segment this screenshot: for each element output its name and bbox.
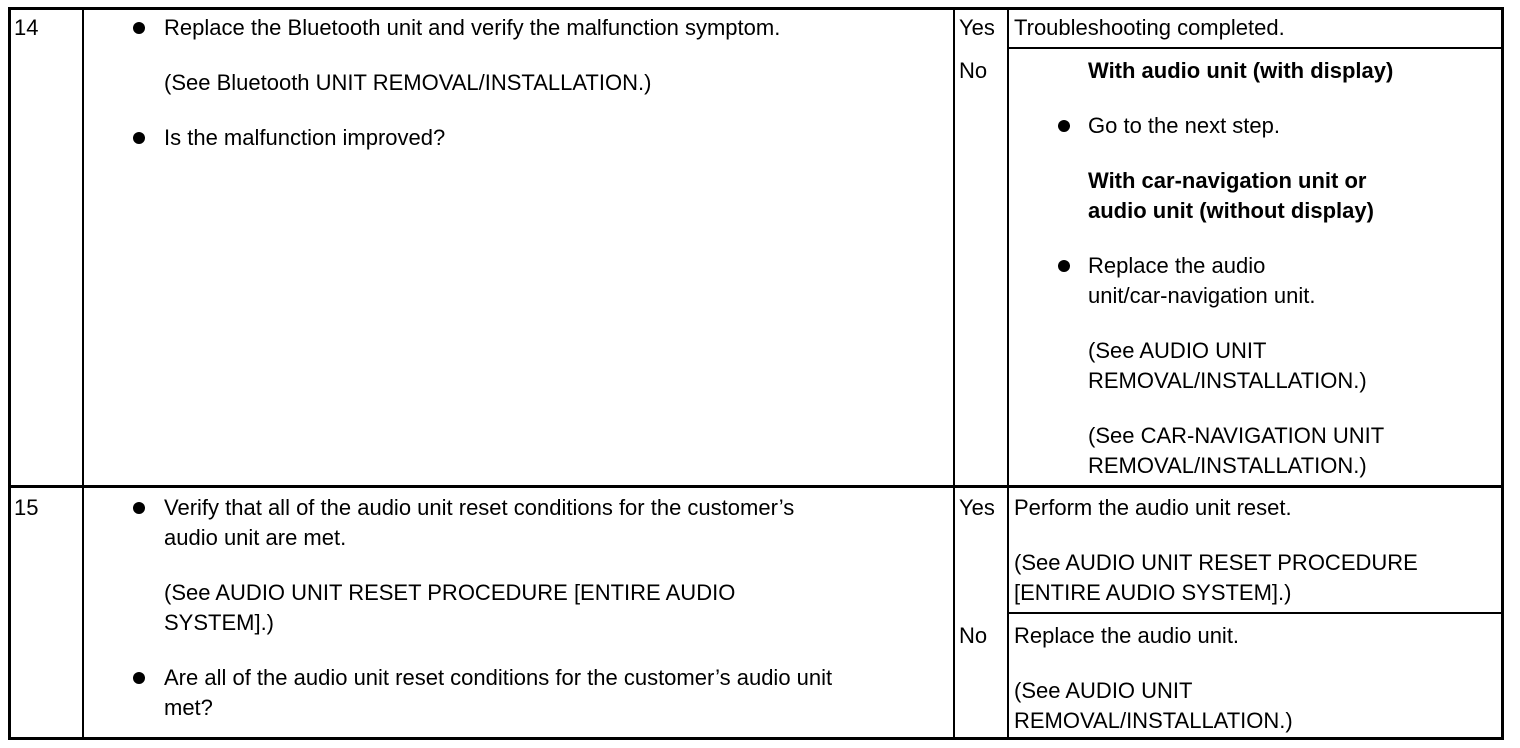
yes-label: Yes	[959, 15, 995, 40]
reference-text: (See CAR-NAVIGATION UNIT	[1088, 423, 1385, 448]
result-text: Go to the next step.	[1088, 113, 1281, 138]
condition-heading: With audio unit (with display)	[1088, 58, 1394, 83]
result-text: Replace the audio unit.	[1014, 623, 1240, 648]
result-text: Perform the audio unit reset.	[1014, 495, 1292, 520]
reference-text: (See AUDIO UNIT	[1014, 678, 1193, 703]
step-number: 14	[14, 15, 39, 40]
condition-heading: audio unit (without display)	[1088, 198, 1374, 223]
bullet-icon	[1058, 260, 1070, 272]
reference-text: [ENTIRE AUDIO SYSTEM].)	[1014, 580, 1292, 605]
action-text: met?	[164, 695, 213, 720]
no-label: No	[959, 623, 988, 648]
result-text: Replace the audio	[1088, 253, 1266, 278]
bullet-icon	[1058, 120, 1070, 132]
bullet-icon	[133, 132, 145, 144]
result-column-divider	[1007, 7, 1009, 740]
reference-text: REMOVAL/INSTALLATION.)	[1014, 708, 1293, 733]
reference-text: (See AUDIO UNIT	[1088, 338, 1267, 363]
reference-text: SYSTEM].)	[164, 610, 275, 635]
no-label: No	[959, 58, 988, 83]
reference-text: (See Bluetooth UNIT REMOVAL/INSTALLATION…	[164, 70, 652, 95]
reference-text: (See AUDIO UNIT RESET PROCEDURE	[1014, 550, 1418, 575]
action-text: Are all of the audio unit reset conditio…	[164, 665, 833, 690]
row-divider	[8, 485, 1504, 488]
bullet-icon	[133, 502, 145, 514]
action-text: audio unit are met.	[164, 525, 347, 550]
result-text: Troubleshooting completed.	[1014, 15, 1285, 40]
troubleshooting-table	[8, 7, 1504, 740]
action-column-divider	[953, 7, 955, 740]
result-text: unit/car-navigation unit.	[1088, 283, 1316, 308]
reference-text: REMOVAL/INSTALLATION.)	[1088, 368, 1367, 393]
yes-label: Yes	[959, 495, 995, 520]
yes-no-divider-row15	[1008, 612, 1504, 614]
bullet-icon	[133, 672, 145, 684]
step-column-divider	[82, 7, 84, 740]
action-text: Replace the Bluetooth unit and verify th…	[164, 15, 781, 40]
bullet-icon	[133, 22, 145, 34]
action-text: Is the malfunction improved?	[164, 125, 446, 150]
condition-heading: With car-navigation unit or	[1088, 168, 1367, 193]
step-number: 15	[14, 495, 39, 520]
reference-text: (See AUDIO UNIT RESET PROCEDURE [ENTIRE …	[164, 580, 736, 605]
action-text: Verify that all of the audio unit reset …	[164, 495, 795, 520]
yes-no-divider-row14	[1008, 47, 1504, 49]
reference-text: REMOVAL/INSTALLATION.)	[1088, 453, 1367, 478]
